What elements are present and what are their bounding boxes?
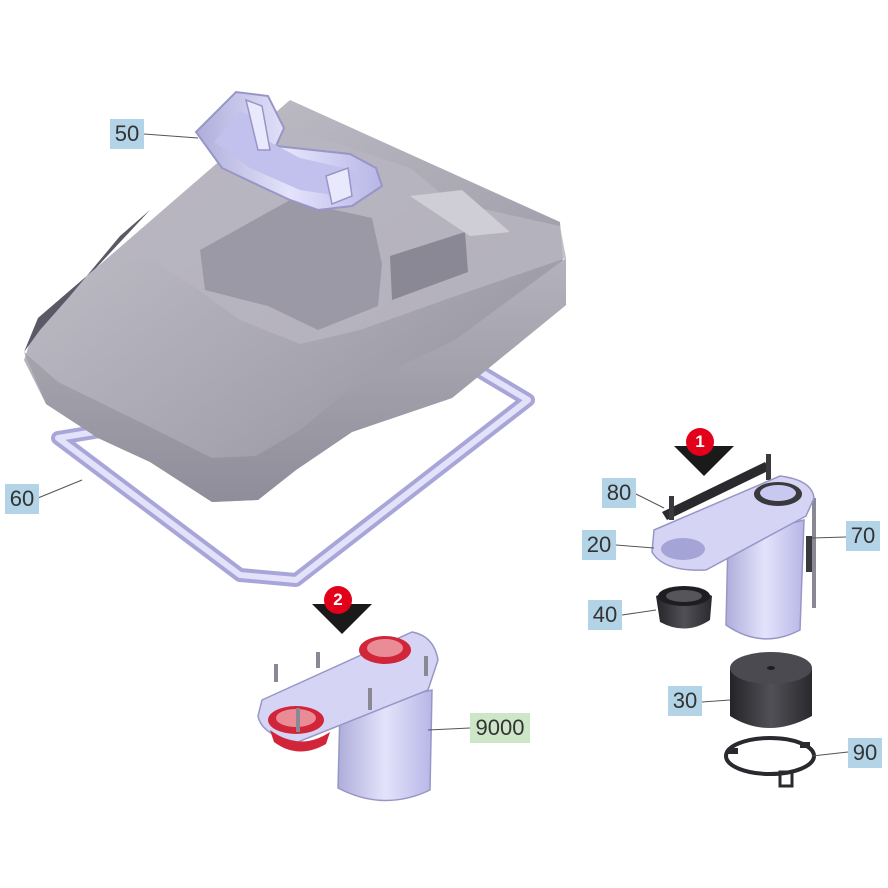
leader-40 [621, 609, 657, 616]
seal-part-40 [656, 586, 712, 629]
marker-2-number: 2 [333, 590, 343, 609]
assembly-label-9000[interactable]: 9000 [470, 713, 530, 743]
leader-lines [37, 133, 849, 757]
leader-30 [701, 699, 731, 703]
ring-part-90 [724, 736, 816, 788]
part-label-60[interactable]: 60 [5, 484, 39, 514]
part-label-20[interactable]: 20 [582, 530, 616, 560]
leader-9000 [427, 727, 471, 731]
part-label-50[interactable]: 50 [110, 119, 144, 149]
leader-90 [811, 751, 849, 757]
assembly-9000-group [257, 631, 439, 802]
leader-70 [811, 536, 847, 539]
part-label-70[interactable]: 70 [846, 521, 880, 551]
screws-part-70 [669, 454, 816, 608]
marker-1-number: 1 [695, 432, 705, 451]
marker-1: 1 [677, 427, 723, 473]
part-label-90[interactable]: 90 [848, 738, 882, 768]
marker-2: 2 [315, 585, 361, 631]
strip-part-80 [662, 462, 770, 520]
leader-60 [37, 479, 83, 499]
leader-20 [615, 544, 655, 549]
tray-part-20 [651, 475, 815, 640]
leader-80 [635, 493, 665, 509]
marker-1-arrow [674, 428, 734, 476]
part-label-80[interactable]: 80 [602, 478, 636, 508]
assembly-1-group [651, 454, 816, 788]
leader-50 [143, 133, 199, 139]
part-label-30[interactable]: 30 [668, 686, 702, 716]
marker-2-arrow [312, 586, 372, 634]
handle-part-50 [194, 90, 384, 212]
part-label-40[interactable]: 40 [588, 600, 622, 630]
cap-part-30 [730, 652, 812, 728]
main-housing-hood [24, 100, 566, 502]
